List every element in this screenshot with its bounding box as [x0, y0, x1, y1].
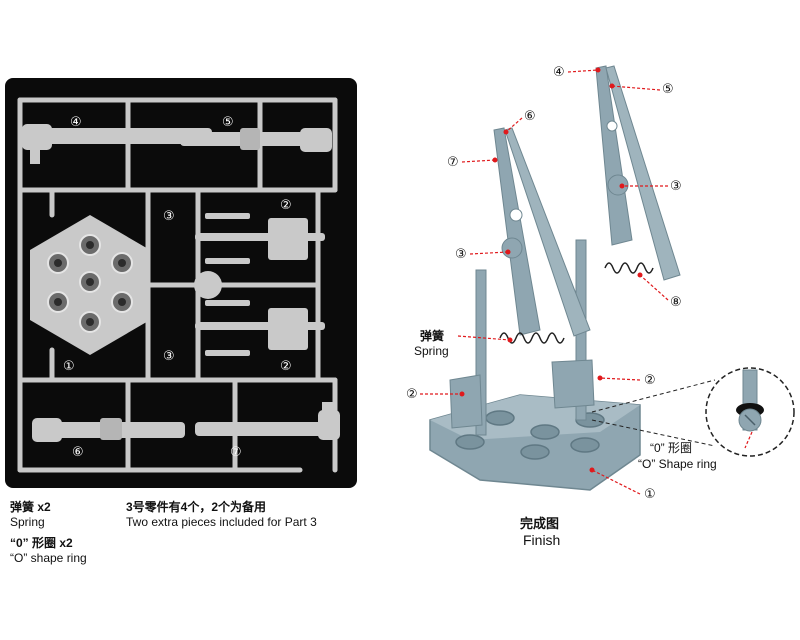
sprue-label-part-6: ⑥ [72, 444, 84, 459]
oring-count-en: “O” shape ring [10, 551, 87, 565]
finish-label-part-1: ① [644, 486, 656, 501]
spring-count-en: Spring [10, 515, 45, 529]
sprue-label-part-3a: ③ [163, 208, 175, 223]
finish-label-part-3-right: ③ [670, 178, 682, 193]
part-2-pins [195, 218, 325, 350]
spring-count-cn: 弹簧 x2 [10, 500, 51, 514]
sprue-label-part-4: ④ [70, 114, 82, 129]
sprue-label-part-7: ⑦ [230, 444, 242, 459]
sprue-label-part-5: ⑤ [222, 114, 234, 129]
finish-label-part-5: ⑤ [662, 81, 674, 96]
part-5-lever [180, 128, 332, 152]
finish-label-part-7: ⑦ [447, 154, 459, 169]
sprue-hub [194, 271, 222, 299]
finish-label-part-8: ⑧ [670, 294, 682, 309]
right-clip [595, 65, 681, 281]
finished-stand: ④ ⑤ ⑥ ⑦ ③ ③ ⑧ ② ② ① 弹簧 Spring “0” 形圈 “O”… [406, 64, 795, 501]
finish-spring-cn: 弹簧 [420, 328, 444, 343]
sprue-panel: ④ ⑤ ② ③ ③ ② ① ⑥ ⑦ [5, 78, 357, 488]
finish-spring-en: Spring [414, 344, 449, 358]
extra-parts-note-en: Two extra pieces included for Part 3 [126, 515, 317, 529]
part-6-lever [32, 418, 185, 442]
finish-label-part-2-right: ② [644, 372, 656, 387]
finish-caption-cn: 完成图 [520, 516, 560, 531]
finish-label-part-6: ⑥ [524, 108, 536, 123]
finish-label-part-4: ④ [553, 64, 565, 79]
sprue-label-part-1: ① [63, 358, 75, 373]
part-7-lever [195, 402, 340, 440]
finish-label-part-2-left: ② [406, 386, 418, 401]
finish-label-part-3-left: ③ [455, 246, 467, 261]
part-1-hex-base [30, 215, 150, 355]
extra-parts-note-cn: 3号零件有4个，2个为备用 [126, 500, 267, 514]
oring-count-cn: “0” 形圈 x2 [10, 536, 73, 550]
part-4-lever [22, 124, 212, 164]
finish-oring-cn: “0” 形圈 [650, 441, 692, 455]
part-3-pegs [205, 213, 250, 356]
o-ring-callout [705, 367, 795, 457]
finish-caption-en: Finish [523, 532, 561, 548]
finish-oring-en: “O” Shape ring [638, 457, 717, 471]
sprue-label-part-2a: ② [280, 197, 292, 212]
sprue-label-part-2b: ② [280, 358, 292, 373]
left-clip [493, 127, 591, 337]
sprue-label-part-3b: ③ [163, 348, 175, 363]
